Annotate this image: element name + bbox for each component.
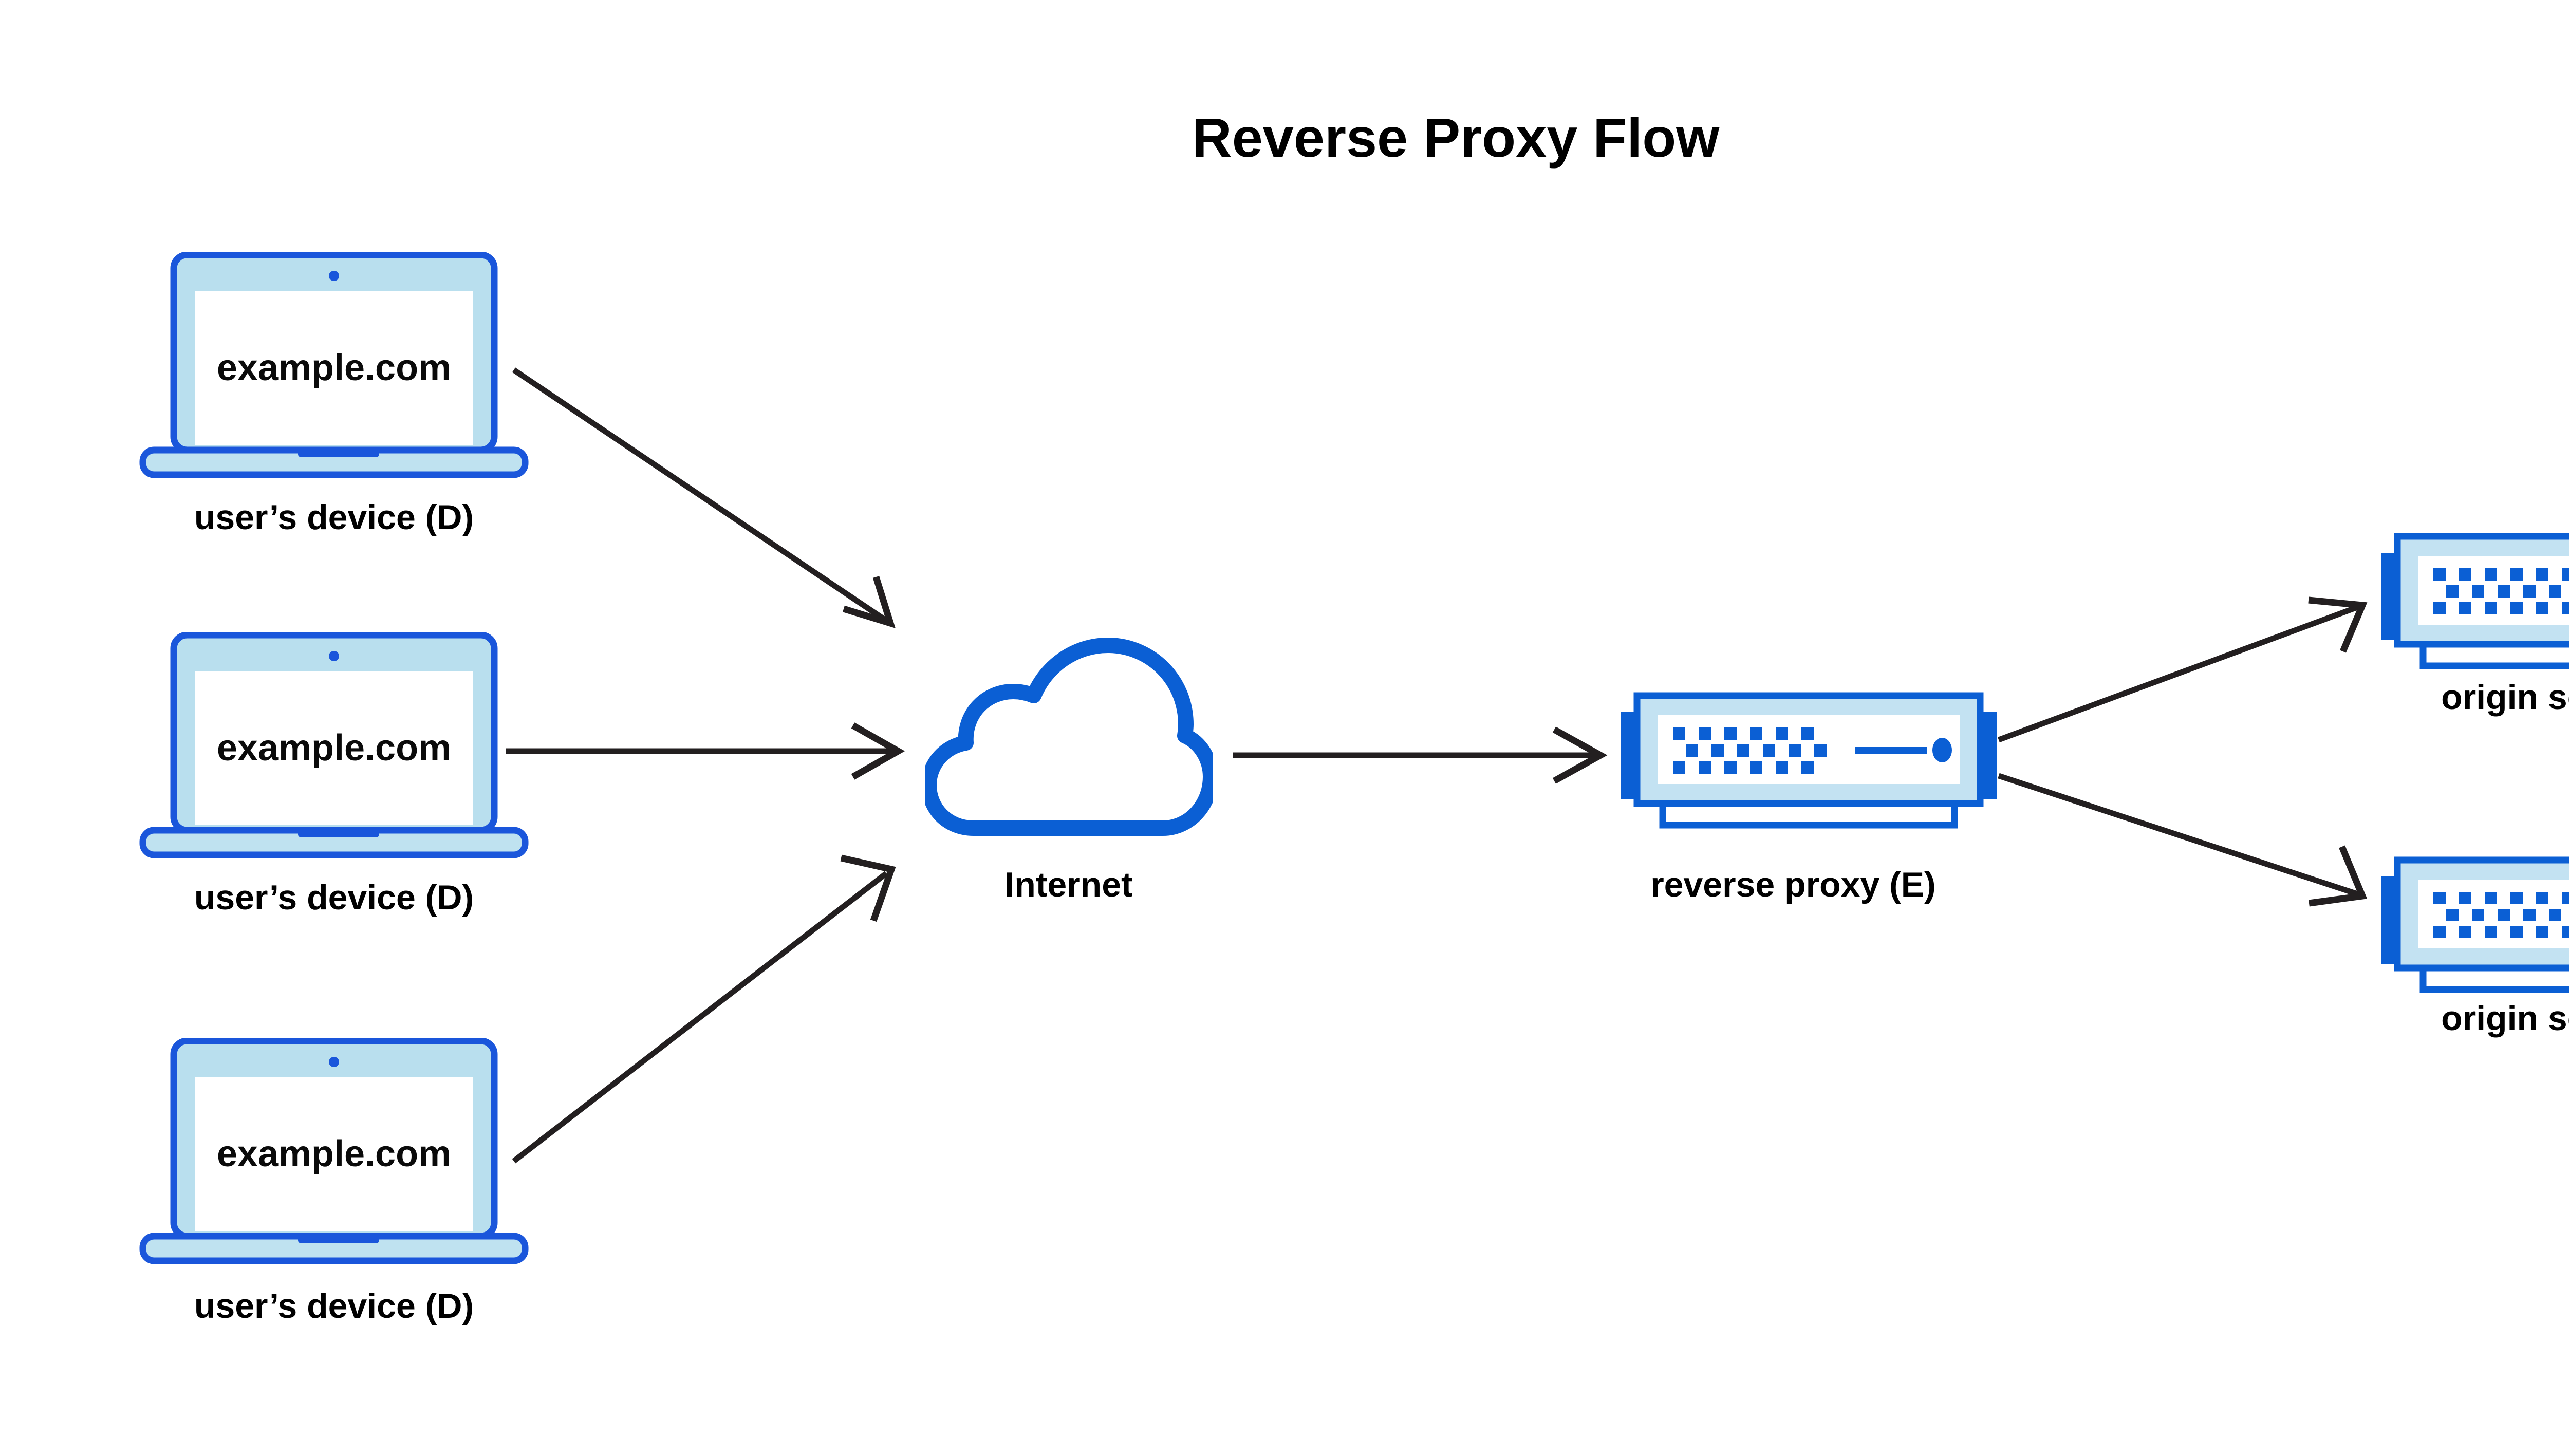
server-icon (2381, 860, 2569, 990)
reverse-proxy-node[interactable]: reverse proxy (E) (1621, 696, 1997, 904)
client-label-middle: user’s device (D) (194, 878, 474, 917)
origin-server-label-top: origin server (F) (2441, 678, 2569, 717)
edge-internet-to-proxy (1233, 726, 1608, 784)
edge-proxy-to-origin-bottom (1998, 773, 2368, 907)
client-label-top: user’s device (D) (194, 498, 474, 537)
page-title: Reverse Proxy Flow (1192, 106, 1720, 169)
client-node-middle[interactable]: example.com user’s device (D) (143, 635, 525, 917)
internet-node[interactable]: Internet (929, 645, 1211, 904)
internet-label: Internet (1004, 865, 1132, 904)
origin-server-label-bottom: origin server (F) (2441, 999, 2569, 1038)
laptop-screen-url: example.com (217, 727, 451, 769)
laptop-screen-url: example.com (217, 1133, 451, 1174)
client-label-bottom: user’s device (D) (194, 1286, 474, 1326)
edge-client-top-to-internet (512, 367, 896, 628)
server-icon (2381, 536, 2569, 666)
edge-proxy-to-origin-top (1998, 596, 2368, 743)
client-node-top[interactable]: example.com user’s device (D) (143, 255, 525, 537)
cloud-icon (929, 645, 1211, 828)
laptop-screen-url: example.com (217, 347, 451, 388)
origin-server-node-bottom[interactable]: origin server (F) (2381, 860, 2569, 1038)
origin-server-node-top[interactable]: origin server (F) (2381, 536, 2569, 717)
server-icon (1621, 696, 1997, 825)
edge-client-middle-to-internet (506, 722, 905, 780)
client-node-bottom[interactable]: example.com user’s device (D) (143, 1041, 525, 1326)
edge-client-bottom-to-internet (512, 854, 896, 1164)
reverse-proxy-label: reverse proxy (E) (1650, 865, 1936, 904)
